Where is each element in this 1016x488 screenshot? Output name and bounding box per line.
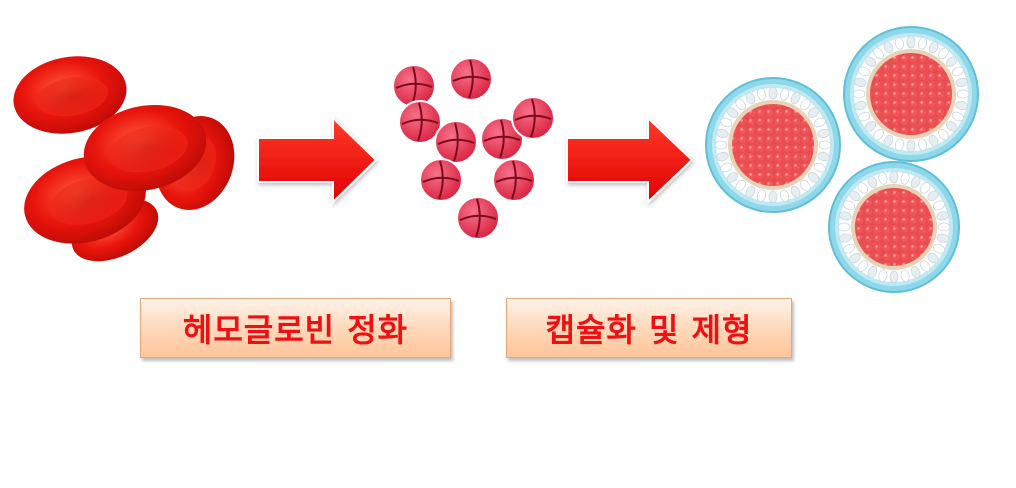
red-blood-cells-icon bbox=[13, 56, 235, 262]
step-label-encapsulation-formulation: 캡슐화 및 제형 bbox=[506, 298, 792, 358]
hemoglobin-particle bbox=[434, 120, 478, 164]
hemoglobin-particle bbox=[419, 158, 463, 202]
hemoglobin-particle bbox=[511, 96, 555, 140]
vesicle bbox=[843, 26, 979, 162]
arrow-right-icon bbox=[257, 115, 378, 205]
hemoglobin-particle bbox=[398, 100, 442, 144]
hemoglobin-particle bbox=[480, 117, 524, 161]
encapsulated-vesicles-icon bbox=[705, 26, 979, 293]
step-label-text: 헤모글로빈 정화 bbox=[182, 311, 409, 349]
hemoglobin-particle bbox=[449, 57, 493, 101]
hemoglobin-particles-icon bbox=[392, 57, 555, 240]
vesicle bbox=[828, 161, 960, 293]
arrow-right-icon bbox=[566, 115, 694, 205]
vesicle bbox=[705, 77, 841, 213]
step-label-text: 캡슐화 및 제형 bbox=[545, 311, 753, 349]
hemoglobin-particle bbox=[492, 158, 536, 202]
step-label-hemoglobin-purification: 헤모글로빈 정화 bbox=[140, 298, 451, 358]
hemoglobin-particle bbox=[392, 64, 436, 108]
hemoglobin-particle bbox=[456, 196, 500, 240]
